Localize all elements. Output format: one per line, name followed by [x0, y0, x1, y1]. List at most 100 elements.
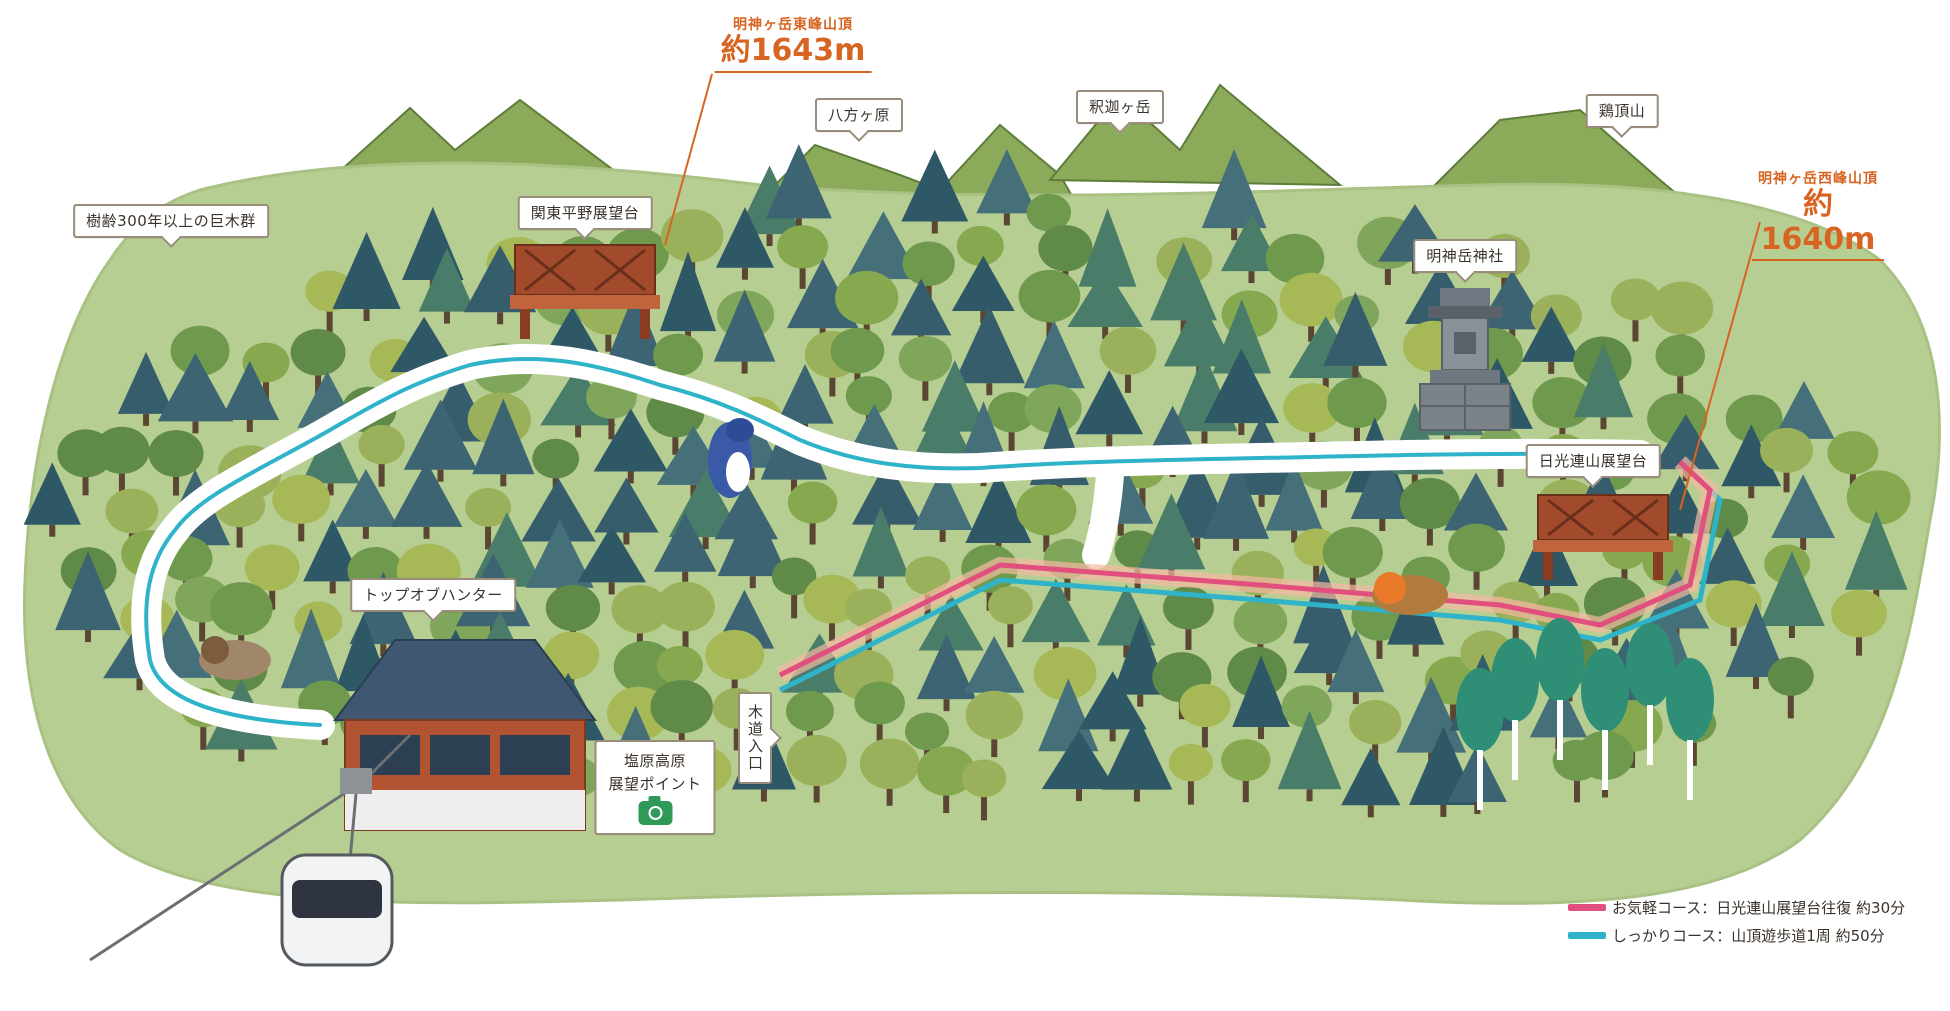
label-top-of-hunter: トップオブハンター — [350, 578, 516, 612]
tree-icon — [787, 481, 838, 545]
bird-icon — [708, 418, 754, 498]
tree-icon — [1610, 278, 1661, 342]
tree-icon — [1399, 477, 1460, 546]
tree-icon — [715, 207, 774, 280]
label-kanto-view: 関東平野展望台 — [517, 196, 653, 230]
tree-icon — [1203, 348, 1280, 436]
tree-icon — [1771, 474, 1836, 551]
peak-east: 明神ヶ岳東峰山頂 約1643m — [714, 14, 872, 73]
tree-icon — [1322, 526, 1383, 595]
bird-icon — [199, 636, 271, 680]
tree-icon — [593, 408, 668, 484]
birch-trees — [1456, 618, 1714, 810]
birch-tree-icon — [1456, 668, 1504, 810]
tree-icon — [976, 149, 1038, 226]
tree-icon — [272, 474, 331, 542]
tree-icon — [765, 144, 832, 231]
tree-icon — [55, 551, 121, 643]
label-happogahara: 八方ヶ原 — [814, 98, 904, 132]
tree-icon — [771, 557, 817, 619]
tree-icon — [594, 477, 659, 545]
label-big-trees: 樹齢300年以上の巨木群 — [73, 204, 269, 238]
tree-icon — [786, 734, 847, 803]
tree-icon — [1655, 334, 1705, 398]
tree-icon — [987, 586, 1033, 648]
peak-west: 明神ヶ岳西峰山頂 約1640m — [1752, 168, 1884, 261]
tree-icon — [951, 255, 1015, 324]
tree-icon — [653, 512, 717, 584]
tree-icon — [713, 289, 776, 374]
path-branch-center — [1082, 461, 1124, 569]
tree-icon — [1168, 743, 1213, 805]
birch-tree-icon — [1626, 623, 1674, 765]
tree-icon — [1221, 739, 1271, 803]
tree-icon — [290, 328, 346, 395]
tree-icon — [577, 525, 647, 595]
tree-icon — [23, 462, 81, 537]
tree-icon — [987, 391, 1036, 455]
label-boardwalk-entrance: 木道入口 — [738, 692, 772, 784]
legend: お気軽コース：日光連山展望台往復 約30分 しっかりコース：山頂遊歩道1周 約5… — [1568, 893, 1905, 949]
tree-icon — [953, 305, 1025, 396]
tree-icon — [611, 584, 669, 652]
tree-icon — [1349, 700, 1402, 765]
tree-icon — [418, 247, 476, 324]
tree-icon — [1203, 459, 1269, 551]
label-shiobara-view: 塩原高原 展望ポイント — [594, 740, 716, 835]
tree-icon — [854, 681, 905, 746]
tree-icon — [1279, 272, 1343, 342]
legend-full: しっかりコース：山頂遊歩道1周 約50分 — [1568, 921, 1905, 949]
east-peak-leader — [664, 73, 713, 246]
shrine-icon — [1419, 288, 1511, 431]
summit-loop-edge — [144, 356, 1642, 727]
tree-icon — [1721, 424, 1782, 499]
legend-easy-label: お気軽コース：日光連山展望台往復 約30分 — [1612, 898, 1906, 917]
bench-icon — [1533, 494, 1673, 580]
tree-icon — [403, 399, 478, 482]
birch-tree-icon — [1666, 658, 1714, 800]
camera-icon — [637, 796, 672, 825]
tree-icon — [1075, 370, 1144, 447]
tree-icon — [1232, 655, 1290, 740]
tree-icon — [303, 519, 363, 594]
tree-icon — [1350, 447, 1414, 532]
bird-icon — [1372, 572, 1448, 615]
birch-tree-icon — [1536, 618, 1584, 760]
tree-icon — [390, 461, 463, 539]
tree-icon — [1831, 589, 1887, 656]
tree-icon — [1078, 671, 1147, 742]
tree-icon — [1760, 427, 1814, 493]
tree-icon — [1018, 269, 1081, 339]
tree-icon — [472, 398, 535, 487]
tree-icon — [94, 426, 150, 493]
tree-icon — [358, 424, 405, 487]
peak-west-name: 明神ヶ岳西峰山頂 — [1758, 171, 1878, 187]
tree-icon — [244, 544, 300, 610]
west-peak-leader — [1679, 221, 1761, 511]
legend-full-swatch — [1568, 931, 1606, 939]
peak-east-elevation: 約1643m — [714, 33, 872, 73]
tree-icon — [1099, 326, 1157, 393]
tree-icon — [1041, 730, 1117, 802]
peak-east-name: 明神ヶ岳東峰山頂 — [732, 17, 853, 33]
tree-icon — [916, 634, 977, 712]
tree-icon — [1327, 629, 1385, 705]
tree-icon — [902, 241, 955, 306]
tree-icon — [1067, 266, 1143, 340]
tree-icon — [705, 629, 764, 697]
tree-icon — [1705, 580, 1762, 646]
tree-icon — [901, 149, 969, 234]
tree-icon — [1759, 551, 1825, 639]
peak-west-elevation: 約1640m — [1752, 187, 1884, 261]
tree-icon — [1016, 484, 1077, 552]
tree-icon — [1573, 343, 1634, 430]
tree-icon — [717, 498, 788, 589]
tree-icon — [209, 582, 273, 651]
lodge-icon — [333, 639, 597, 831]
tree-icon — [333, 469, 399, 539]
tree-icon — [1179, 683, 1231, 748]
label-myojin-shrine: 明神岳神社 — [1413, 239, 1517, 273]
tree-icon — [912, 466, 973, 542]
label-shiobara-text: 塩原高原 展望ポイント — [608, 752, 702, 793]
birch-tree-icon — [1581, 648, 1629, 790]
